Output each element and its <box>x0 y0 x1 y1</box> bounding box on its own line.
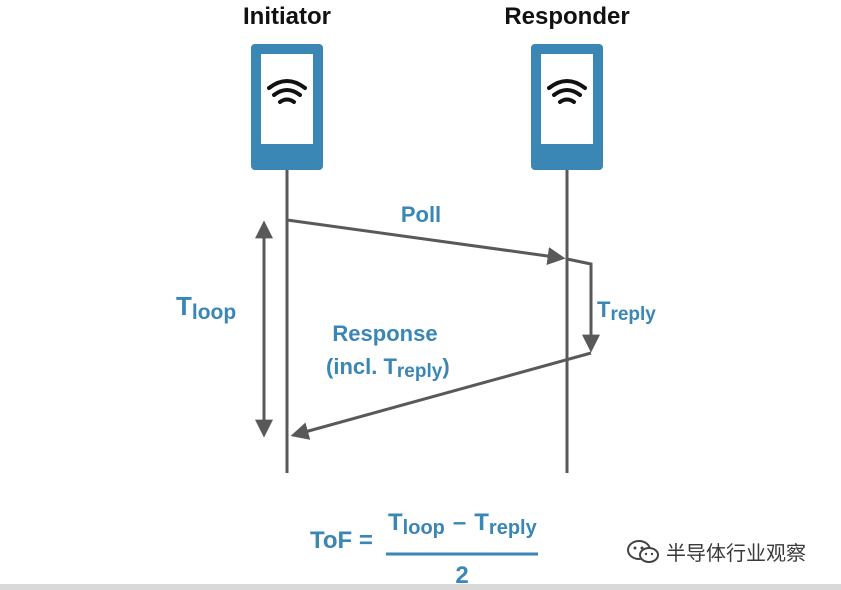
poll-label: Poll <box>401 202 441 227</box>
initiator-device <box>251 44 323 170</box>
formula-T2: T <box>474 509 489 536</box>
formula-sub1: loop <box>403 517 445 539</box>
tloop-label: Tloop <box>176 291 236 324</box>
formula-sub2: reply <box>489 517 538 539</box>
responder-device <box>531 44 603 170</box>
response-incl-suffix: ) <box>442 354 449 379</box>
formula-numerator: Tloop–Treply <box>388 509 538 539</box>
wechat-icon <box>627 539 659 563</box>
tloop-T: T <box>176 291 192 321</box>
response-arrow <box>290 351 592 440</box>
response-label-line1: Response <box>332 321 437 346</box>
treply-T: T <box>597 297 611 322</box>
watermark: 半导体行业观察 <box>626 537 806 566</box>
response-incl-prefix: (incl. T <box>326 354 397 379</box>
formula-lhs: ToF = <box>310 527 373 554</box>
treply-sub: reply <box>610 304 656 325</box>
formula-minus: – <box>453 509 466 536</box>
formula-T1: T <box>388 509 403 536</box>
tloop-sub: loop <box>192 301 236 324</box>
response-label-line2: (incl. Treply) <box>326 354 450 382</box>
bottom-bar <box>0 584 841 590</box>
initiator-title: Initiator <box>243 3 331 30</box>
wifi-icon <box>547 79 587 104</box>
watermark-text: 半导体行业观察 <box>666 541 806 565</box>
tof-formula: ToF = Tloop–Treply 2 <box>310 509 538 589</box>
treply-label: Treply <box>597 297 656 325</box>
formula-denominator: 2 <box>455 562 468 589</box>
poll-arrow <box>286 218 566 265</box>
treply-arrow <box>566 257 600 353</box>
response-incl-sub: reply <box>397 361 443 382</box>
wifi-icon <box>267 79 307 104</box>
responder-title: Responder <box>504 3 629 30</box>
